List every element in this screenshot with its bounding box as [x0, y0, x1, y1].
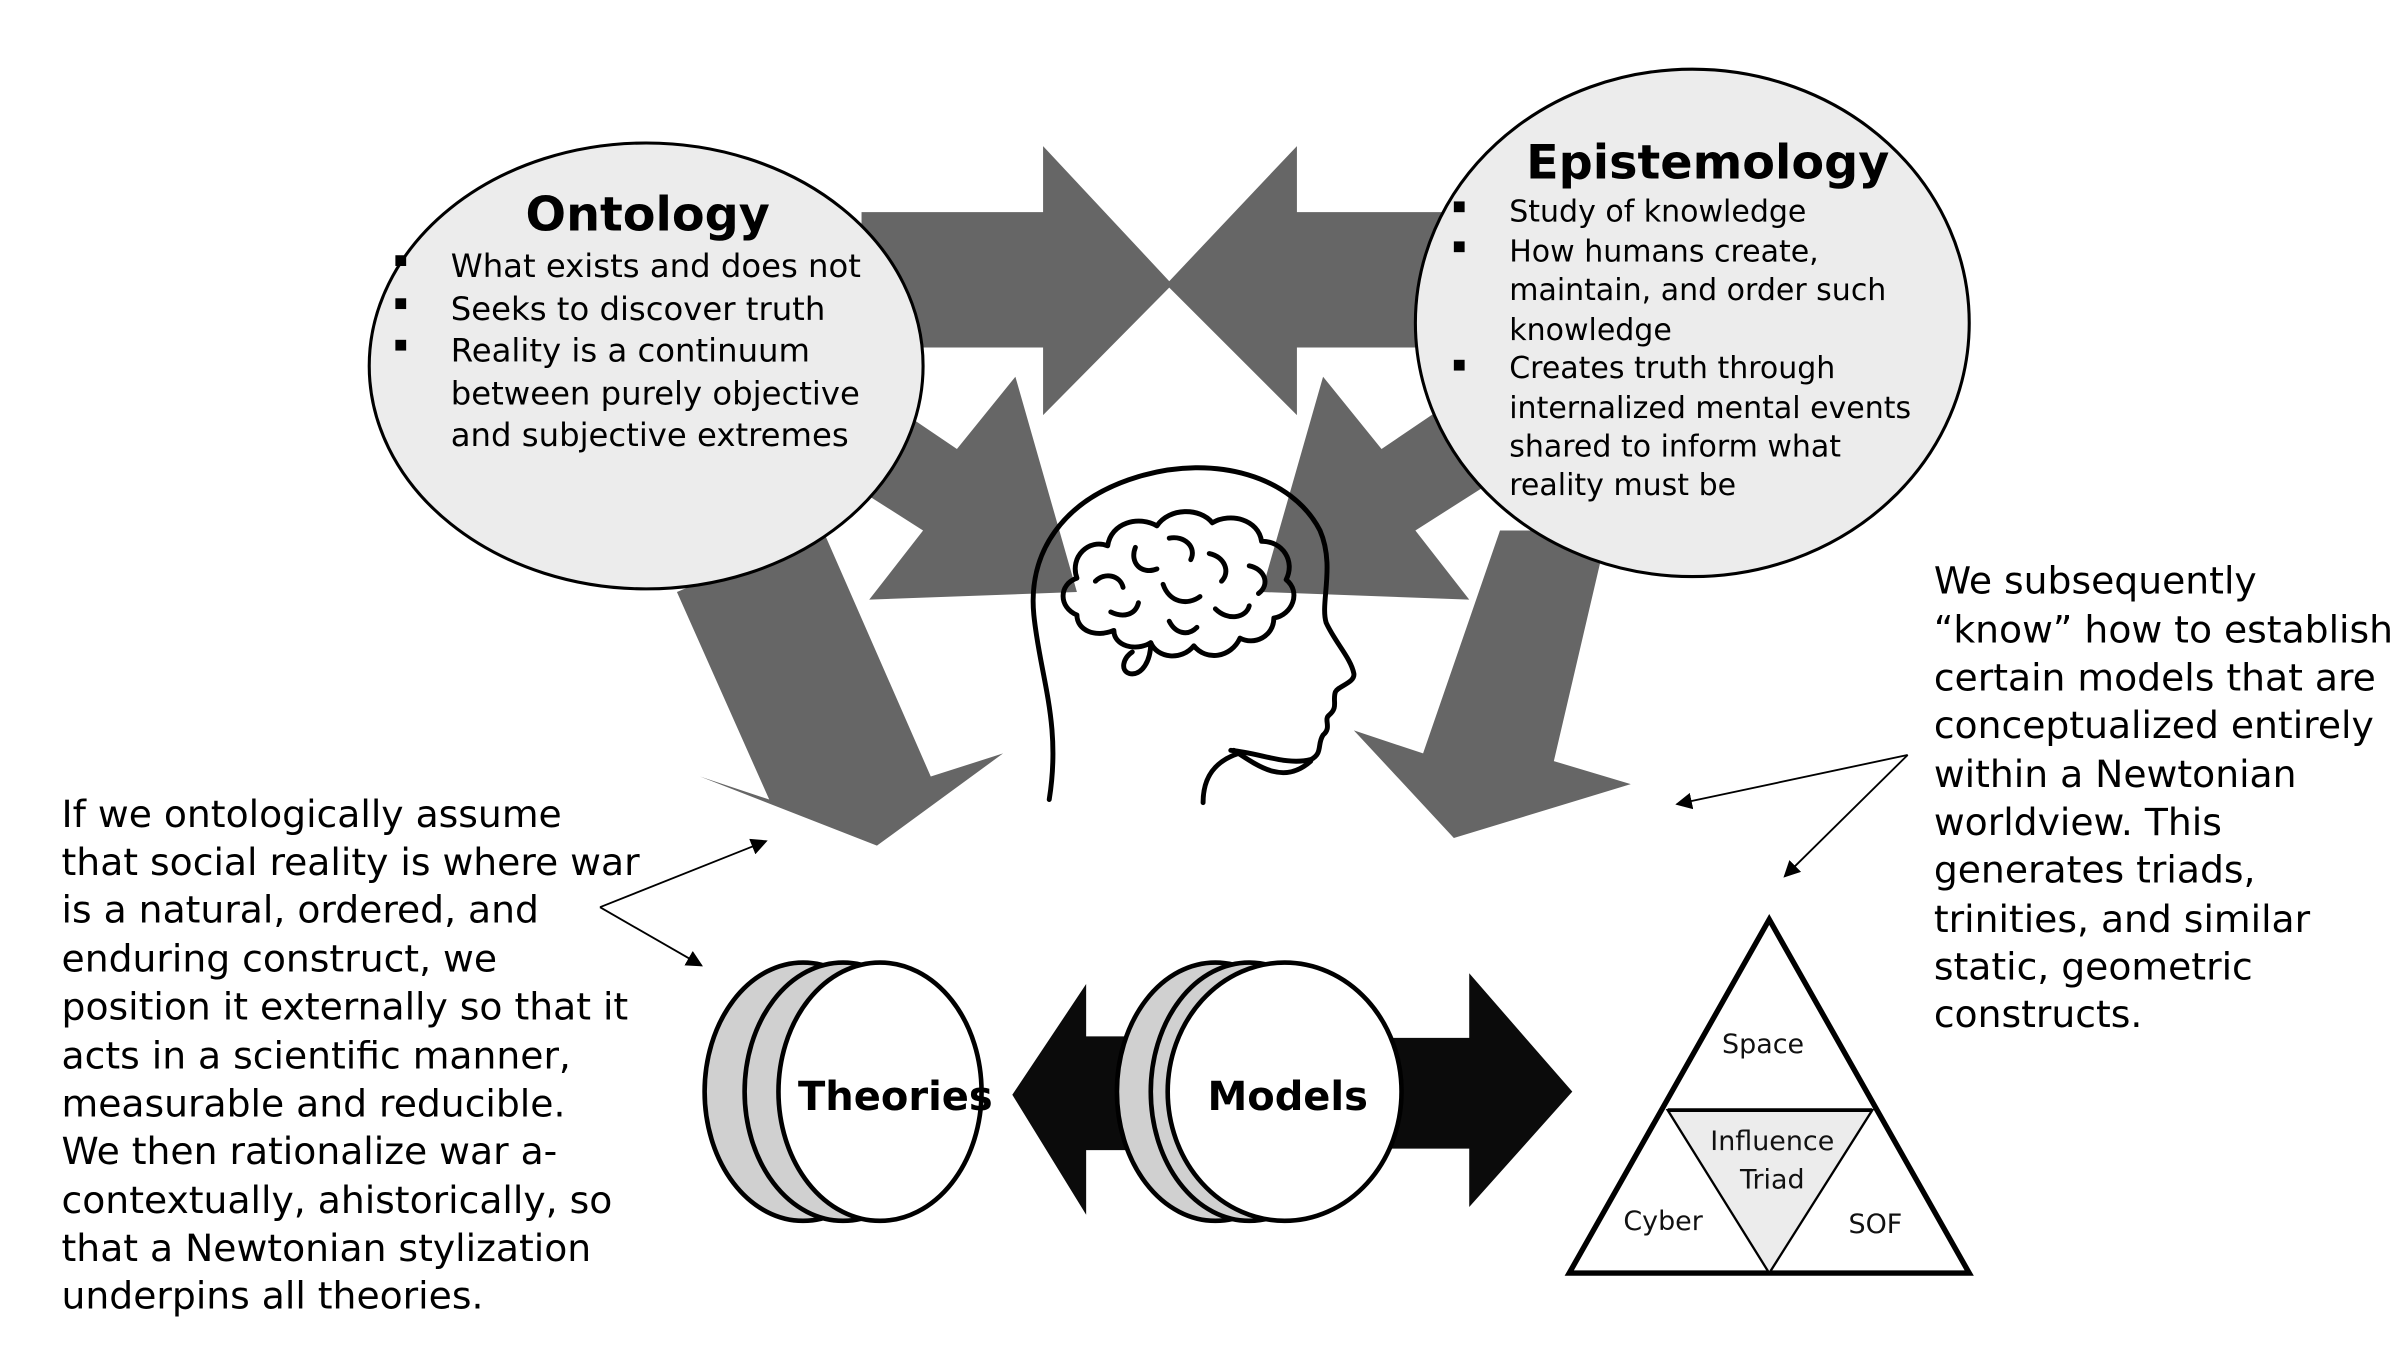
left-text-line: that social reality is where war	[62, 840, 641, 884]
right-text-line: trinities, and similar	[1934, 897, 2311, 941]
triad-label-triad: Triad	[1739, 1165, 1805, 1196]
epistemology-bullet-cont: reality must be	[1509, 468, 1736, 503]
epistemology-bullet: Study of knowledge	[1509, 194, 1806, 229]
right-explanation-text: We subsequently “know” how to establish …	[1934, 559, 2393, 1037]
arrow-epistemology-to-models	[1353, 530, 1631, 838]
left-text-line: enduring construct, we	[62, 937, 498, 981]
ontology-circle	[367, 141, 925, 591]
triad-label-cyber: Cyber	[1623, 1206, 1703, 1237]
triad-label-space: Space	[1722, 1029, 1804, 1060]
right-text-line: generates triads,	[1934, 848, 2256, 892]
ontology-bullet: Seeks to discover truth	[451, 290, 826, 328]
arrow-models-to-triad	[1338, 973, 1573, 1208]
triad-label-influence: Influence	[1710, 1126, 1834, 1157]
models-disk[interactable]: Models	[1114, 960, 1404, 1224]
bullet-marker	[395, 298, 407, 310]
influence-triad: Space Influence Triad Cyber SOF	[1564, 914, 1974, 1276]
left-text-line: underpins all theories.	[62, 1273, 484, 1317]
arrow-ontology-to-theories	[676, 530, 1004, 846]
bullet-marker	[1453, 241, 1465, 253]
right-text-line: We subsequently	[1934, 559, 2257, 603]
theories-disk[interactable]: Theories	[702, 960, 993, 1224]
theories-label: Theories	[798, 1074, 993, 1120]
right-text-line: static, geometric	[1934, 944, 2253, 988]
right-text-line: constructs.	[1934, 992, 2143, 1036]
bullet-marker	[1453, 359, 1465, 371]
ontology-title: Ontology	[526, 188, 770, 243]
arrow-ontology-to-center	[861, 146, 1173, 416]
left-explanation-text: If we ontologically assume that social r…	[62, 792, 641, 1317]
ontology-bullet: Reality is a continuum	[451, 331, 810, 369]
bullet-marker	[395, 255, 407, 267]
right-text-line: “know” how to establish	[1934, 608, 2393, 652]
ontology-bullet-cont: between purely objective	[451, 374, 860, 412]
epistemology-bullet-cont: knowledge	[1509, 313, 1672, 348]
right-text-line: within a Newtonian	[1934, 752, 2297, 796]
arrow-epistemology-to-head	[1261, 376, 1500, 600]
right-text-line: worldview. This	[1934, 800, 2222, 844]
right-text-line: conceptualized entirely	[1934, 703, 2374, 747]
left-text-line: acts in a scientific manner,	[62, 1034, 571, 1078]
pointer-arrow-to-epistemology-arrow	[1675, 754, 1908, 810]
head-brain-icon	[1030, 465, 1357, 806]
epistemology-title: Epistemology	[1526, 135, 1889, 190]
epistemology-bullet-cont: maintain, and order such	[1509, 273, 1886, 308]
triad-label-sof: SOF	[1849, 1209, 1903, 1240]
right-text-line: certain models that are	[1934, 655, 2376, 699]
epistemology-circle	[1413, 67, 1971, 579]
epistemology-bullet: Creates truth through	[1509, 351, 1835, 386]
bullet-marker	[1453, 201, 1465, 213]
epistemology-bubble: Epistemology Study of knowledge How huma…	[1413, 67, 1971, 579]
epistemology-bullet-cont: shared to inform what	[1509, 430, 1841, 465]
left-text-line: is a natural, ordered, and	[62, 888, 539, 932]
left-text-line: measurable and reducible.	[62, 1081, 566, 1125]
left-text-line: that a Newtonian stylization	[62, 1226, 592, 1270]
left-text-line: contextually, ahistorically, so	[62, 1178, 613, 1222]
left-text-line: If we ontologically assume	[62, 792, 562, 836]
pointer-arrow-to-ontology-arrow	[599, 838, 768, 909]
left-text-line: position it externally so that it	[62, 984, 629, 1028]
ontology-bullet: What exists and does not	[451, 247, 861, 285]
ontology-bullet-cont: and subjective extremes	[451, 416, 849, 454]
bullet-marker	[395, 339, 407, 351]
arrow-epistemology-to-center	[1166, 146, 1477, 416]
left-text-line: We then rationalize war a-	[62, 1129, 558, 1173]
models-label: Models	[1207, 1074, 1367, 1120]
pointer-arrow-to-triad	[1783, 754, 1909, 878]
pointer-arrow-to-theories	[599, 906, 703, 967]
epistemology-bullet-cont: internalized mental events	[1509, 391, 1911, 426]
epistemology-bullet: How humans create,	[1509, 234, 1818, 269]
ontology-bubble: Ontology What exists and does not Seeks …	[367, 141, 925, 591]
